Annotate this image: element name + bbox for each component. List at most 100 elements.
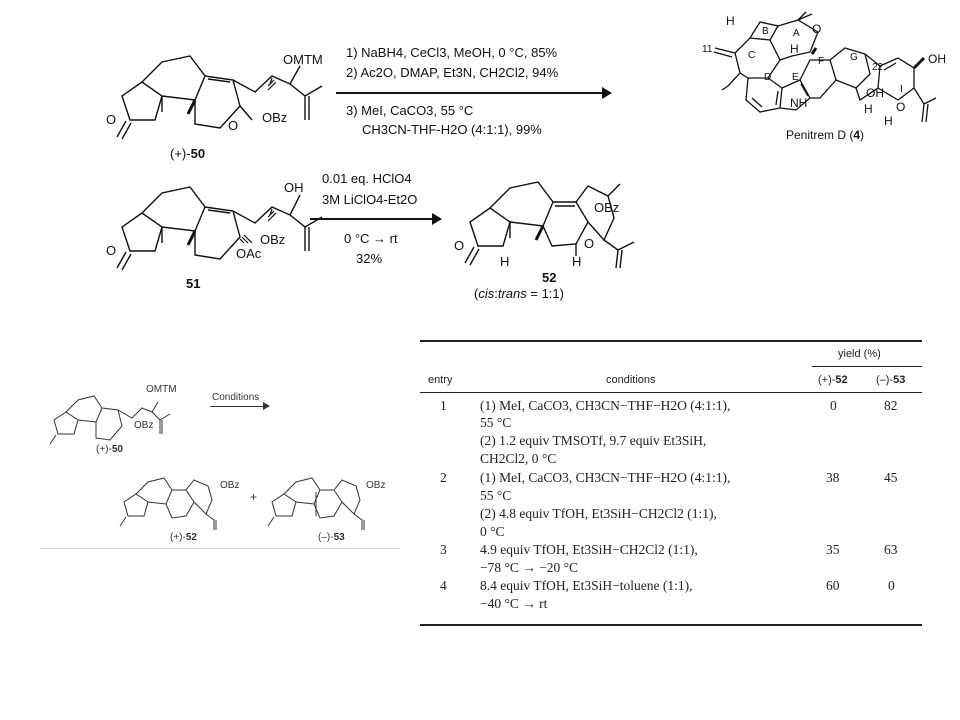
penitrem-ring-c: C xyxy=(748,50,756,61)
row1-yield-53: 82 xyxy=(884,398,898,413)
conditions-step2-line4: 32% xyxy=(356,251,383,266)
arrow-2-head xyxy=(432,213,442,225)
oh-51-label: OH xyxy=(284,180,304,195)
row1-cond-2: 55 °C xyxy=(480,415,512,430)
row2-cond-2: 55 °C xyxy=(480,488,512,503)
bottom-product-52-svg xyxy=(119,477,217,530)
conditions-step2-line3: 0 °C → rt xyxy=(344,231,398,246)
penitrem-n22: 22 xyxy=(872,62,884,73)
row1-cond-1: (1) MeI, CaCO3, CH3CN−THF−H2O (4:1:1), xyxy=(480,398,731,413)
header-52: (+)-52 xyxy=(818,374,848,386)
bottom-omtm-label: OMTM xyxy=(146,384,177,395)
row1-entry: 1 xyxy=(440,398,447,413)
compound-52-svg xyxy=(464,181,635,269)
oac-51-label: OAc xyxy=(236,246,262,261)
conditions-step1-line4: CH3CN-THF-H2O (4:1:1), 99% xyxy=(362,122,542,137)
conditions-step2-line1: 0.01 eq. HClO4 xyxy=(322,171,412,186)
penitrem-h1: H xyxy=(726,14,735,28)
penitrem-n11: 11 xyxy=(702,44,713,55)
penitrem-h2: H xyxy=(790,42,799,56)
compound-51-structure xyxy=(100,165,330,275)
header-conditions: conditions xyxy=(606,374,656,386)
o-ring-52-label: O xyxy=(584,236,595,251)
conditions-step2-line2: 3M LiClO4-Et2O xyxy=(322,192,418,207)
bottom-obz1-label: OBz xyxy=(220,480,240,491)
penitrem-h3: H xyxy=(864,102,873,116)
table-header-rule xyxy=(420,392,922,393)
cis-trans-ratio: (cis:trans = 1:1) xyxy=(474,286,564,301)
bottom-arrow xyxy=(210,406,266,407)
o-label: O xyxy=(106,112,117,127)
bottom-product-53-structure xyxy=(258,462,388,532)
header-entry: entry xyxy=(428,374,453,386)
penitrem-oh2: OH xyxy=(928,52,946,66)
compound-50-svg xyxy=(116,55,323,140)
row4-entry: 4 xyxy=(440,578,447,593)
row2-yield-53: 45 xyxy=(884,470,898,485)
row3-cond-1: 4.9 equiv TfOH, Et3SiH−CH2Cl2 (1:1), xyxy=(480,542,698,557)
row2-yield-52: 38 xyxy=(826,470,840,485)
penitrem-d-svg xyxy=(713,11,937,123)
bottom-start-structure xyxy=(40,380,190,450)
bottom-obz2-label: OBz xyxy=(366,480,386,491)
penitrem-o1: O xyxy=(812,22,822,36)
penitrem-d-label: Penitrem D (4) xyxy=(786,128,865,142)
row1-cond-3: (2) 1.2 equiv TMSOTf, 9.7 equiv Et3SiH, xyxy=(480,433,707,448)
bottom-arrow-label: Conditions xyxy=(212,392,260,403)
omtm-label: OMTM xyxy=(283,52,323,67)
yield-underline xyxy=(812,366,922,367)
bottom-start-label: (+)-50 xyxy=(96,444,123,455)
obz-52-label: OBz xyxy=(594,200,620,215)
bottom-scheme-divider xyxy=(40,548,400,549)
conditions-step1-line3: 3) MeI, CaCO3, 55 °C xyxy=(346,103,474,118)
h1-52-label: H xyxy=(500,254,510,269)
penitrem-ring-e: E xyxy=(792,72,799,83)
compound-51-label: 51 xyxy=(186,276,201,291)
row2-cond-4: 0 °C xyxy=(480,524,505,539)
penitrem-ring-b: B xyxy=(762,26,769,37)
penitrem-nh: NH xyxy=(790,96,808,110)
reaction-arrow-2 xyxy=(310,218,436,220)
row3-yield-52: 35 xyxy=(826,542,840,557)
bottom-product-52-structure xyxy=(110,462,240,532)
h2-52-label: H xyxy=(572,254,582,269)
compound-50-label: (+)-50 xyxy=(170,146,206,161)
bottom-prod1-label: (+)-52 xyxy=(170,532,197,543)
row4-yield-53: 0 xyxy=(888,578,895,593)
row2-cond-1: (1) MeI, CaCO3, CH3CN−THF−H2O (4:1:1), xyxy=(480,470,731,485)
compound-50-structure xyxy=(100,20,340,150)
row3-yield-53: 63 xyxy=(884,542,898,557)
compound-52-structure xyxy=(448,160,648,270)
conditions-step1-line1: 1) NaBH4, CeCl3, MeOH, 0 °C, 85% xyxy=(346,45,558,60)
arrow-1-head xyxy=(602,87,612,99)
obz-label: OBz xyxy=(262,110,288,125)
penitrem-ring-f: F xyxy=(818,56,825,67)
penitrem-ring-g: G xyxy=(850,52,858,63)
row3-cond-2: −78 °C → −20 °C xyxy=(480,560,579,575)
row1-cond-4: CH2Cl2, 0 °C xyxy=(480,451,557,466)
penitrem-ring-a: A xyxy=(793,28,800,39)
table-bottom-rule xyxy=(420,624,922,626)
row1-yield-52: 0 xyxy=(830,398,837,413)
compound-52-label: 52 xyxy=(542,270,557,285)
penitrem-h4: H xyxy=(884,114,893,128)
row4-cond-2: −40 °C → rt xyxy=(480,596,548,611)
penitrem-o2: O xyxy=(896,100,906,114)
conditions-step1-line2: 2) Ac2O, DMAP, Et3N, CH2Cl2, 94% xyxy=(346,65,559,80)
penitrem-ring-i: I xyxy=(900,84,903,95)
o-51-label: O xyxy=(106,243,117,258)
penitrem-oh1: OH xyxy=(866,86,884,100)
bottom-product-53-svg xyxy=(267,477,365,530)
header-yield: yield (%) xyxy=(838,348,881,360)
bottom-obz-label: OBz xyxy=(134,420,154,431)
o-carbonyl-label: O xyxy=(228,118,239,133)
bottom-prod2-label: (–)-53 xyxy=(318,532,345,543)
table-top-rule xyxy=(420,340,922,342)
penitrem-ring-d: D xyxy=(764,72,772,83)
penitrem-d-structure xyxy=(700,8,940,128)
row4-cond-1: 8.4 equiv TfOH, Et3SiH−toluene (1:1), xyxy=(480,578,693,593)
plus-sign: + xyxy=(250,490,258,504)
header-53: (–)-53 xyxy=(876,374,906,386)
row2-cond-3: (2) 4.8 equiv TfOH, Et3SiH−CH2Cl2 (1:1), xyxy=(480,506,717,521)
obz-51-label: OBz xyxy=(260,232,286,247)
